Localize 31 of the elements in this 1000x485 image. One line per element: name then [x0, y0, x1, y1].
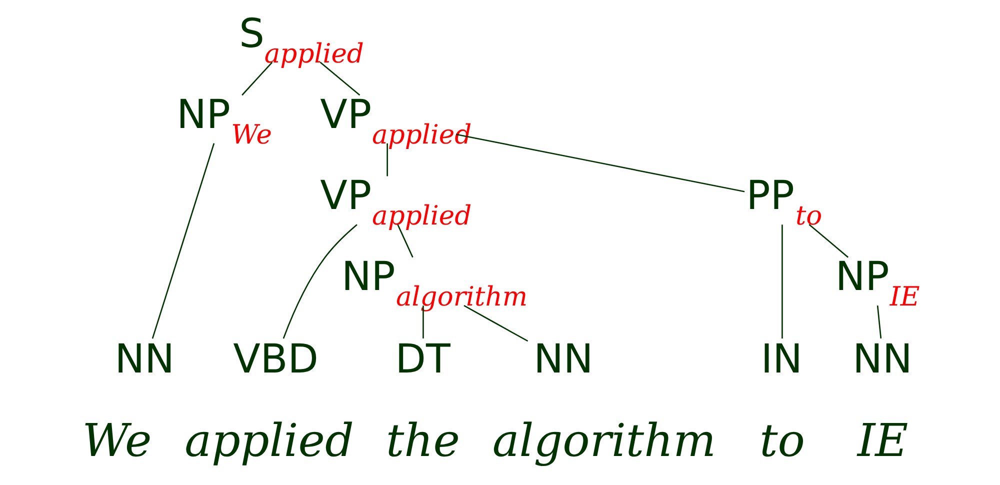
label: IE [857, 413, 908, 466]
node-text: NP$_{IE}$ [835, 254, 920, 312]
node-text: NP$_{algorithm}$ [341, 254, 528, 312]
connector [152, 142, 215, 338]
node-text: VP$_{applied}$ [320, 91, 472, 150]
connector [876, 305, 882, 338]
label: to [760, 413, 805, 466]
connector [242, 61, 273, 96]
node-text: PP$_{to}$ [746, 172, 822, 232]
connector [422, 305, 424, 338]
node-text: VBD [233, 336, 318, 382]
label: algorithm [492, 413, 716, 466]
connector [282, 224, 358, 338]
node-text: DT [395, 336, 450, 382]
connector [808, 223, 849, 258]
connector [320, 61, 360, 96]
node-text: NN [852, 336, 912, 382]
node-text: VP$_{applied}$ [320, 172, 472, 232]
connector [782, 224, 783, 338]
label: applied [184, 413, 354, 466]
node-text: NP$_{We}$ [176, 91, 272, 150]
label: We [82, 413, 152, 466]
connector [464, 304, 528, 342]
connector [456, 133, 745, 192]
connector [386, 142, 388, 176]
node-text: NN [114, 336, 174, 382]
connector [397, 224, 414, 258]
node-text: IN [760, 336, 803, 382]
node-text: NN [534, 336, 594, 382]
label: the [386, 413, 460, 466]
node-text: S$_{applied}$ [239, 10, 364, 69]
